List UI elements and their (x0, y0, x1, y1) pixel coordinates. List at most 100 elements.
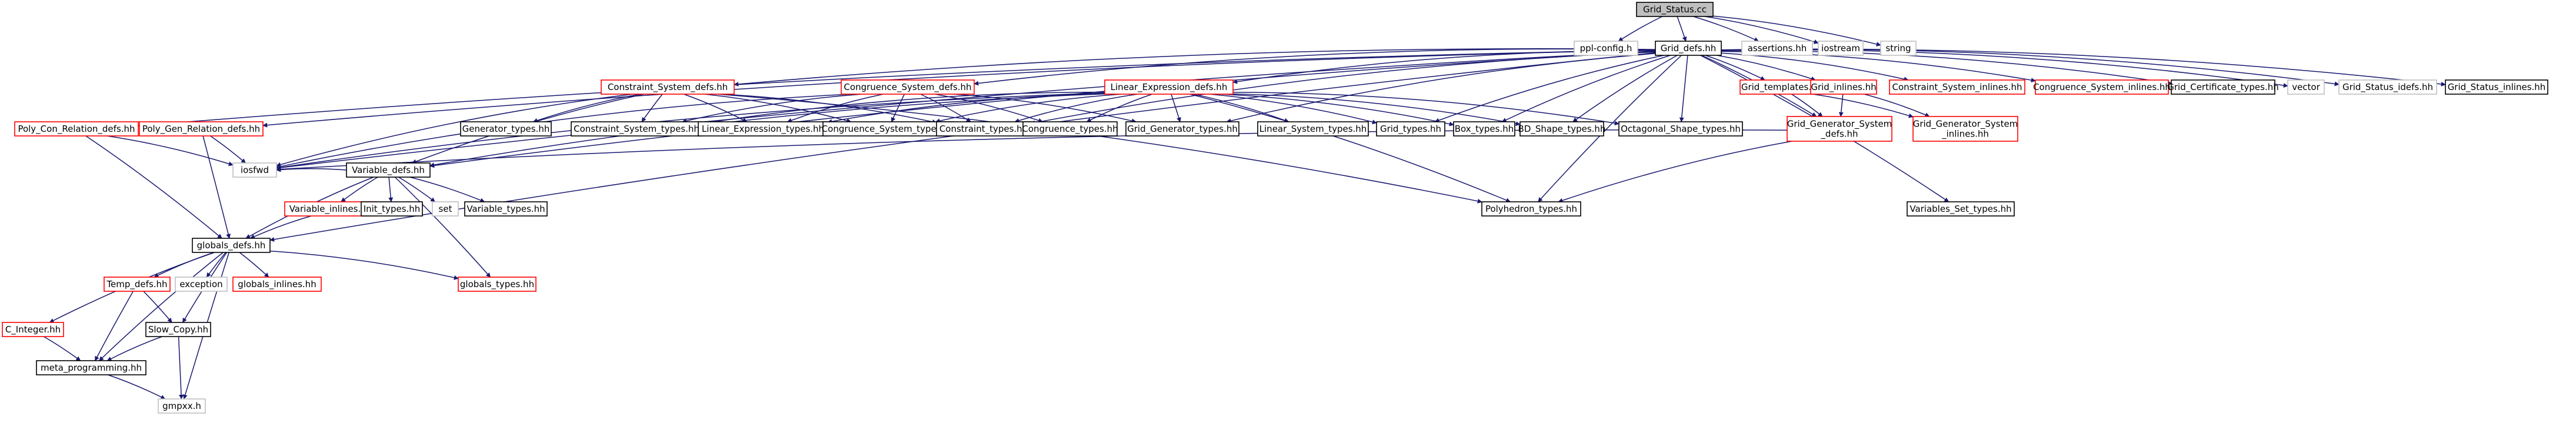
node-variables-set-types[interactable]: Variables_Set_types.hh (1907, 201, 2015, 217)
node-box (1889, 79, 2025, 95)
node-box (1022, 121, 1118, 137)
edge-linear-expression-defs-to-grid-generator-types (1171, 94, 1181, 122)
edge-variable-defs-to-globals-types (394, 177, 491, 278)
edge-grid-status-cc-to-string (1712, 15, 1881, 46)
node-congruence-system-defs[interactable]: Congruence_System_defs.hh (841, 79, 975, 95)
node-label: Constraint_System_defs.hh (608, 82, 728, 93)
edge-slow-copy-to-gmpxx (178, 336, 184, 400)
edge-globals-defs-to-globals-types (269, 250, 459, 280)
edge-constraint-system-defs-to-generator-types (532, 94, 641, 123)
node-linear-expression-types[interactable]: Linear_Expression_types.hh (698, 121, 828, 137)
node-generator-types[interactable]: Generator_types.hh (460, 121, 552, 137)
edge-congruence-system-defs-to-grid-generator-types (954, 94, 1137, 124)
node-label: Grid_Status_idefs.hh (2342, 82, 2433, 93)
node-grid-status-inlines[interactable]: Grid_Status_inlines.hh (2445, 79, 2548, 95)
edge-globals-defs-to-globals-inlines (239, 252, 269, 278)
node-globals-defs[interactable]: globals_defs.hh (192, 238, 271, 253)
node-box (841, 79, 975, 95)
edge-congruence-system-defs-to-constraint-system-types (682, 94, 862, 124)
node-box (458, 277, 536, 292)
node-box (1741, 41, 1813, 56)
node-meta-programming[interactable]: meta_programming.hh (36, 360, 146, 375)
edge-grid-defs-to-iosfwd (276, 51, 1656, 171)
node-exception: exception (175, 277, 228, 292)
edge-variable-inlines-to-globals-defs (249, 215, 312, 239)
node-variable-types[interactable]: Variable_types.hh (464, 201, 548, 217)
node-init-types[interactable]: Init_types.hh (361, 201, 423, 217)
node-grid-generator-system-defs[interactable]: Grid_Generator_System_defs.hh (1787, 116, 1892, 142)
node-label: Grid_Generator_System (1913, 119, 2018, 130)
node-grid-status-cc[interactable]: Grid_Status.cc (1636, 2, 1714, 17)
node-polyhedron-types[interactable]: Polyhedron_types.hh (1481, 201, 1581, 217)
node-c-integer[interactable]: C_Integer.hh (2, 322, 64, 337)
node-box (1376, 121, 1445, 137)
node-globals-types[interactable]: globals_types.hh (458, 277, 536, 292)
node-temp-defs[interactable]: Temp_defs.hh (104, 277, 171, 292)
node-grid-inlines[interactable]: Grid_inlines.hh (1810, 79, 1877, 95)
node-constraint-types[interactable]: Constraint_types.hh (936, 121, 1031, 137)
node-box (1880, 41, 1917, 56)
node-linear-system-types[interactable]: Linear_System_types.hh (1257, 121, 1369, 137)
node-slow-copy[interactable]: Slow_Copy.hh (145, 322, 211, 337)
node-poly-gen-rel[interactable]: Poly_Gen_Relation_defs.hh (139, 121, 264, 137)
edge-linear-expression-defs-to-linear-system-types (1193, 94, 1289, 123)
node-poly-con-rel[interactable]: Poly_Con_Relation_defs.hh (14, 121, 139, 137)
edge-linear-expression-defs-to-iosfwd (276, 92, 1105, 170)
node-grid-status-idefs: Grid_Status_idefs.hh (2338, 79, 2437, 95)
edge-grid-templates-to-grid-generator-system-inlines (1812, 94, 1914, 118)
node-grid-certificate-types[interactable]: Grid_Certificate_types.hh (2167, 79, 2279, 95)
edge-linear-expression-defs-to-congruence-system-types (935, 94, 1122, 124)
node-constraint-system-defs[interactable]: Constraint_System_defs.hh (601, 79, 735, 95)
node-box (464, 201, 548, 217)
node-grid-defs[interactable]: Grid_defs.hh (1655, 41, 1722, 56)
node-box (14, 121, 139, 137)
edge-linear-expression-defs-to-constraint-types (1014, 94, 1138, 123)
node-box (192, 238, 271, 253)
node-grid-types[interactable]: Grid_types.hh (1376, 121, 1445, 137)
node-label: Octagonal_Shape_types.hh (1621, 124, 1741, 135)
node-label: _defs.hh (1820, 129, 1858, 140)
node-label: string (1885, 43, 1911, 54)
node-grid-generator-system-inlines[interactable]: Grid_Generator_System_inlines.hh (1912, 116, 2018, 142)
node-box (1104, 79, 1234, 95)
node-label: Constraint_System_types.hh (574, 124, 699, 135)
node-linear-expression-defs[interactable]: Linear_Expression_defs.hh (1104, 79, 1234, 95)
edge-congruence-system-defs-to-iosfwd (276, 94, 852, 169)
node-box (158, 398, 206, 414)
node-label: Grid_types.hh (1380, 124, 1441, 135)
edge-variable-defs-to-set (398, 177, 436, 202)
node-label: Generator_types.hh (462, 124, 550, 135)
edge-grid-defs-to-grid-templates (1705, 55, 1765, 81)
edge-linear-expression-defs-to-polyhedron-types (1189, 94, 1511, 202)
node-box (139, 121, 264, 137)
edge-slow-copy-to-meta-programming (106, 336, 162, 361)
edge-grid-defs-to-poly-gen-rel (262, 49, 1656, 128)
node-congruence-types[interactable]: Congruence_types.hh (1022, 121, 1118, 137)
node-label: Constraint_types.hh (939, 124, 1028, 135)
node-octagonal-shape-types[interactable]: Octagonal_Shape_types.hh (1618, 121, 1743, 137)
edge-variable-defs-to-iosfwd (276, 167, 347, 172)
node-constraint-system-inlines[interactable]: Constraint_System_inlines.hh (1889, 79, 2025, 95)
node-bd-shape-types[interactable]: BD_Shape_types.hh (1518, 121, 1606, 137)
node-label: ppl-config.h (1580, 43, 1632, 54)
node-box (2, 322, 64, 337)
node-box (104, 277, 171, 292)
edge-temp-defs-to-meta-programming (94, 291, 134, 361)
node-label: Grid_inlines.hh (1811, 82, 1876, 93)
node-congruence-system-types[interactable]: Congruence_System_types.hh (822, 121, 955, 137)
node-congruence-system-inlines[interactable]: Congruence_System_inlines.hh (2033, 79, 2171, 95)
node-label: Poly_Con_Relation_defs.hh (18, 124, 135, 135)
edge-grid-defs-to-octagonal-shape-types (1679, 55, 1688, 122)
node-box (2171, 79, 2275, 95)
node-label: globals_types.hh (460, 279, 534, 290)
node-variable-defs[interactable]: Variable_defs.hh (346, 162, 431, 178)
edge-linear-expression-defs-to-congruence-types (1086, 94, 1152, 122)
node-box (1574, 41, 1638, 56)
node-globals-inlines[interactable]: globals_inlines.hh (232, 277, 322, 292)
node-constraint-system-types[interactable]: Constraint_System_types.hh (571, 121, 702, 137)
node-box-types[interactable]: Box_types.hh (1453, 121, 1515, 137)
node-label: _inlines.hh (1941, 129, 1989, 140)
node-label: Linear_Expression_types.hh (702, 124, 824, 135)
node-grid-generator-types[interactable]: Grid_Generator_types.hh (1125, 121, 1239, 137)
